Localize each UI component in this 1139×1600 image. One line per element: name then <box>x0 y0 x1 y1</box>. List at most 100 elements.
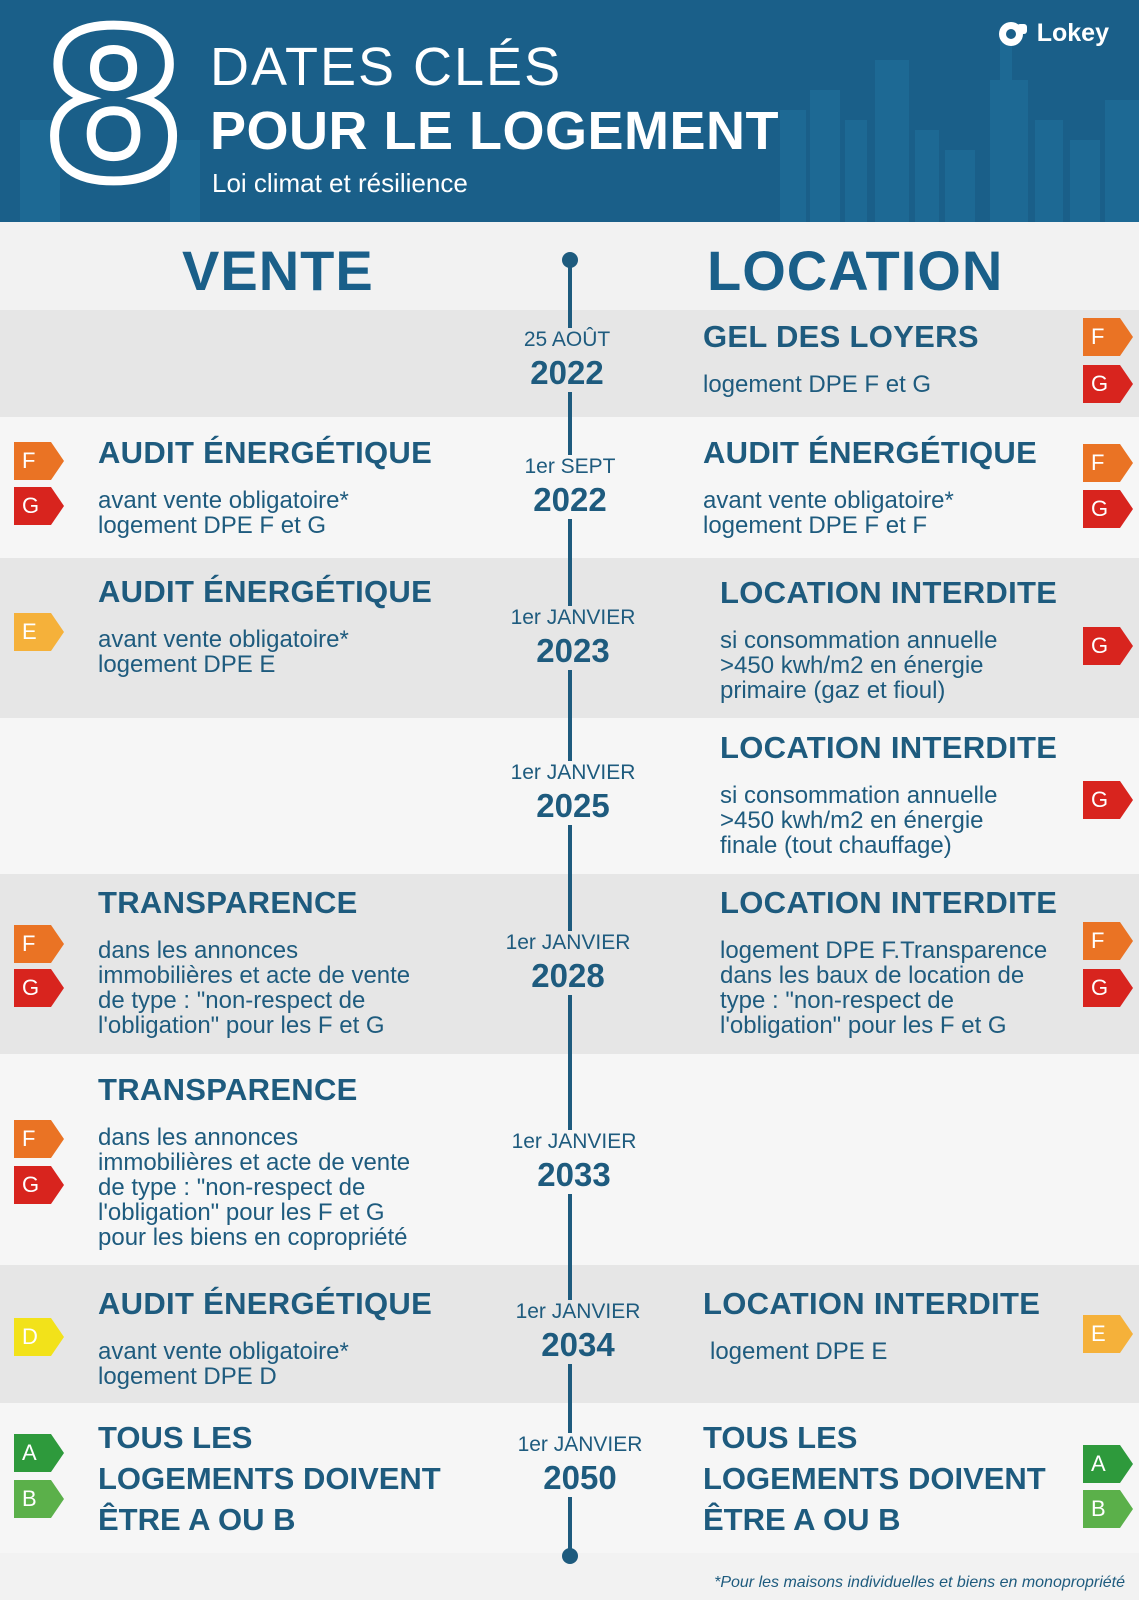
date-year: 2034 <box>541 1326 615 1363</box>
event-description: avant vente obligatoire* logement DPE F … <box>98 488 432 538</box>
desc-line: avant vente obligatoire* <box>703 487 954 515</box>
vente-event: TRANSPARENCE dans les annonces immobiliè… <box>98 885 410 1038</box>
date-label: 1er JANVIER 2023 <box>488 606 658 670</box>
event-description: avant vente obligatoire* logement DPE D <box>98 1339 432 1389</box>
logo-text: Lokey <box>1036 18 1109 47</box>
date-label: 25 AOÛT 2022 <box>482 328 652 392</box>
location-event: LOCATION INTERDITE si consommation annue… <box>720 730 1058 858</box>
event-title-line: TOUS LES <box>703 1420 858 1455</box>
footnote: *Pour les maisons individuelles et biens… <box>714 1574 1125 1591</box>
event-title-line: ÊTRE A OU B <box>703 1502 901 1537</box>
date-label: 1er JANVIER 2033 <box>489 1130 659 1194</box>
event-title: LOCATION INTERDITE <box>720 575 1058 610</box>
date-day: 1er JANVIER <box>511 1130 637 1153</box>
event-title: TRANSPARENCE <box>98 1072 358 1107</box>
event-description: si consommation annuelle >450 kwh/m2 en … <box>720 628 1057 703</box>
location-event: LOCATION INTERDITE si consommation annue… <box>720 575 1058 703</box>
date-year: 2050 <box>543 1459 617 1496</box>
event-title: LOCATION INTERDITE <box>720 730 1058 765</box>
desc-line: avant vente obligatoire* <box>98 1338 349 1366</box>
big-number-eight: 8 <box>37 0 189 222</box>
desc-line: si consommation annuelle <box>720 782 998 810</box>
date-label: 1er JANVIER 2050 <box>495 1433 665 1497</box>
lokey-logo[interactable]: Lokey <box>997 16 1109 50</box>
desc-line: logement DPE E <box>98 651 276 679</box>
date-year: 2022 <box>530 354 604 391</box>
vente-event: TOUS LES LOGEMENTS DOIVENT ÊTRE A OU B <box>98 1417 441 1540</box>
desc-line: avant vente obligatoire* <box>98 626 349 654</box>
date-day: 1er JANVIER <box>517 1433 643 1456</box>
event-description: logement DPE F et G <box>703 371 932 399</box>
event-description: si consommation annuelle >450 kwh/m2 en … <box>720 783 1057 858</box>
date-label: 1er JANVIER 2034 <box>493 1300 663 1364</box>
desc-line: immobilières et acte de vente <box>98 962 411 990</box>
date-year: 2022 <box>533 481 607 518</box>
desc-line: primaire (gaz et fioul) <box>720 677 946 705</box>
event-title: TRANSPARENCE <box>98 885 358 920</box>
house-key-icon <box>998 22 1027 46</box>
date-year: 2023 <box>536 632 610 669</box>
location-event: AUDIT ÉNERGÉTIQUE avant vente obligatoir… <box>703 435 1038 538</box>
date-day: 1er JANVIER <box>510 606 636 629</box>
desc-line: avant vente obligatoire* <box>98 487 349 515</box>
event-title-line: LOGEMENTS DOIVENT <box>98 1461 441 1496</box>
date-day: 1er JANVIER <box>515 1300 641 1323</box>
desc-line: >450 kwh/m2 en énergie <box>720 652 984 680</box>
location-event: GEL DES LOYERS logement DPE F et G <box>703 319 979 399</box>
event-description: dans les annonces immobilières et acte d… <box>98 938 410 1038</box>
desc-line: dans les annonces <box>98 937 299 965</box>
event-title: GEL DES LOYERS <box>703 319 979 354</box>
timeline-end-dot <box>562 1548 578 1564</box>
desc-line: pour les biens en copropriété <box>98 1224 408 1252</box>
desc-line: logement DPE F.Transparence <box>720 937 1048 965</box>
event-title: LOCATION INTERDITE <box>720 885 1058 920</box>
desc-line: dans les baux de location de <box>720 962 1025 990</box>
desc-line: dans les annonces <box>98 1124 299 1152</box>
desc-line: immobilières et acte de vente <box>98 1149 411 1177</box>
event-description: logement DPE E <box>703 1339 1040 1364</box>
date-day: 25 AOÛT <box>523 328 611 351</box>
event-title: AUDIT ÉNERGÉTIQUE <box>98 435 433 470</box>
event-description: avant vente obligatoire* logement DPE F … <box>703 488 1037 538</box>
header-title-line1: DATES CLÉS <box>210 37 563 97</box>
desc-line: de type : "non-respect de <box>98 1174 366 1202</box>
vente-event: AUDIT ÉNERGÉTIQUE avant vente obligatoir… <box>98 574 433 677</box>
event-description: dans les annonces immobilières et acte d… <box>98 1125 410 1250</box>
column-heading-vente: VENTE <box>182 239 374 302</box>
timeline-start-dot <box>562 252 578 268</box>
date-year: 2025 <box>536 787 610 824</box>
desc-line: type : "non-respect de <box>720 987 954 1015</box>
column-heading-location: LOCATION <box>707 239 1004 302</box>
event-title: AUDIT ÉNERGÉTIQUE <box>98 1286 433 1321</box>
city-skyline-image <box>20 40 1139 222</box>
timeline-line <box>568 258 572 1556</box>
vente-event: AUDIT ÉNERGÉTIQUE avant vente obligatoir… <box>98 1286 433 1389</box>
event-title: LOCATION INTERDITE <box>703 1286 1041 1321</box>
desc-line: l'obligation" pour les F et G <box>720 1012 1007 1040</box>
location-event: LOCATION INTERDITE logement DPE E <box>703 1286 1041 1364</box>
date-day: 1er JANVIER <box>510 761 636 784</box>
header-title-line2: POUR LE LOGEMENT <box>210 101 780 161</box>
vente-event: AUDIT ÉNERGÉTIQUE avant vente obligatoir… <box>98 435 433 538</box>
date-year: 2028 <box>531 957 605 994</box>
event-title-line: ÊTRE A OU B <box>98 1502 296 1537</box>
event-title: AUDIT ÉNERGÉTIQUE <box>703 435 1038 470</box>
event-title-line: TOUS LES <box>98 1420 253 1455</box>
desc-line: >450 kwh/m2 en énergie <box>720 807 984 835</box>
desc-line: logement DPE F et G <box>98 512 327 540</box>
header-subtitle: Loi climat et résilience <box>212 168 468 198</box>
date-label: 1er JANVIER 2028 <box>483 931 653 995</box>
desc-line: logement DPE F et F <box>703 512 928 540</box>
location-event: LOCATION INTERDITE logement DPE F.Transp… <box>720 885 1058 1038</box>
dpe-rating-g: G <box>1083 490 1133 528</box>
event-description: avant vente obligatoire* logement DPE E <box>98 627 432 677</box>
desc-line: finale (tout chauffage) <box>720 832 952 860</box>
desc-line: de type : "non-respect de <box>98 987 366 1015</box>
date-year: 2033 <box>537 1156 611 1193</box>
event-description: logement DPE F.Transparence dans les bau… <box>720 938 1057 1038</box>
date-label: 1er SEPT 2022 <box>485 455 655 519</box>
desc-line: logement DPE E <box>710 1338 888 1366</box>
header-banner: 8 DATES CLÉS POUR LE LOGEMENT Loi climat… <box>0 0 1139 222</box>
event-title: AUDIT ÉNERGÉTIQUE <box>98 574 433 609</box>
vente-event: TRANSPARENCE dans les annonces immobiliè… <box>98 1072 410 1250</box>
